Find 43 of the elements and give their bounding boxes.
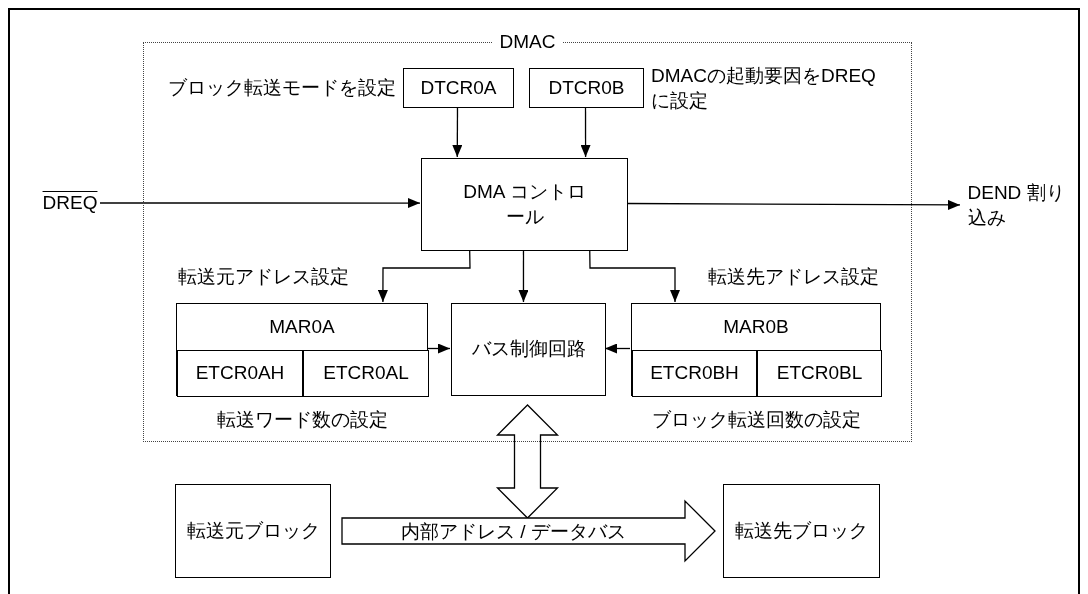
register-cell [632,350,757,397]
process-box [529,68,644,108]
annotation-text: 転送ワード数の設定 [216,407,388,432]
arrow [589,249,680,303]
arrow [518,249,529,303]
box-label: 転送元ブロック [186,518,320,543]
arrow [426,343,451,354]
arrow [604,343,631,354]
process-box [723,484,880,578]
process-box [421,158,628,251]
box-label: MAR0A [269,315,335,339]
box-label: MAR0B [723,315,789,339]
box-label: 転送先ブロック [735,518,868,543]
annotation-text: 転送元アドレス設定 [178,264,349,289]
signal-label: DREQ [42,190,98,215]
annotation-text: ブロック転送回数の設定 [651,407,861,432]
arrow [580,106,591,158]
annotation-text: ブロック転送モードを設定 [168,75,396,100]
box-label: DTCR0B [548,75,625,100]
process-box [403,68,514,108]
register-box [631,303,881,396]
box-label: ETCR0BL [776,361,863,386]
double-arrow [495,404,560,519]
annotation-text: DMACの起動要因をDREQに設定 [651,64,877,113]
arrow [99,198,421,209]
annotation-text: 転送先アドレス設定 [708,264,879,289]
register-cell [303,350,429,397]
box-label: DMA コントロール [462,179,587,229]
arrow [626,199,961,210]
register-box [176,303,428,396]
arrow [452,106,463,158]
box-label: DTCR0A [420,75,497,100]
arrow [377,249,471,303]
box-label: ETCR0BH [650,361,739,386]
process-box [175,484,331,578]
edge-label: 内部アドレス / データバス [401,521,626,541]
process-box [451,303,606,396]
register-cell [177,350,303,397]
register-cell [757,350,882,397]
box-label: ETCR0AL [323,361,409,386]
box-label: ETCR0AH [195,361,285,386]
box-label: バス制御回路 [471,337,586,362]
signal-label: DEND 割り込み [967,181,1066,230]
